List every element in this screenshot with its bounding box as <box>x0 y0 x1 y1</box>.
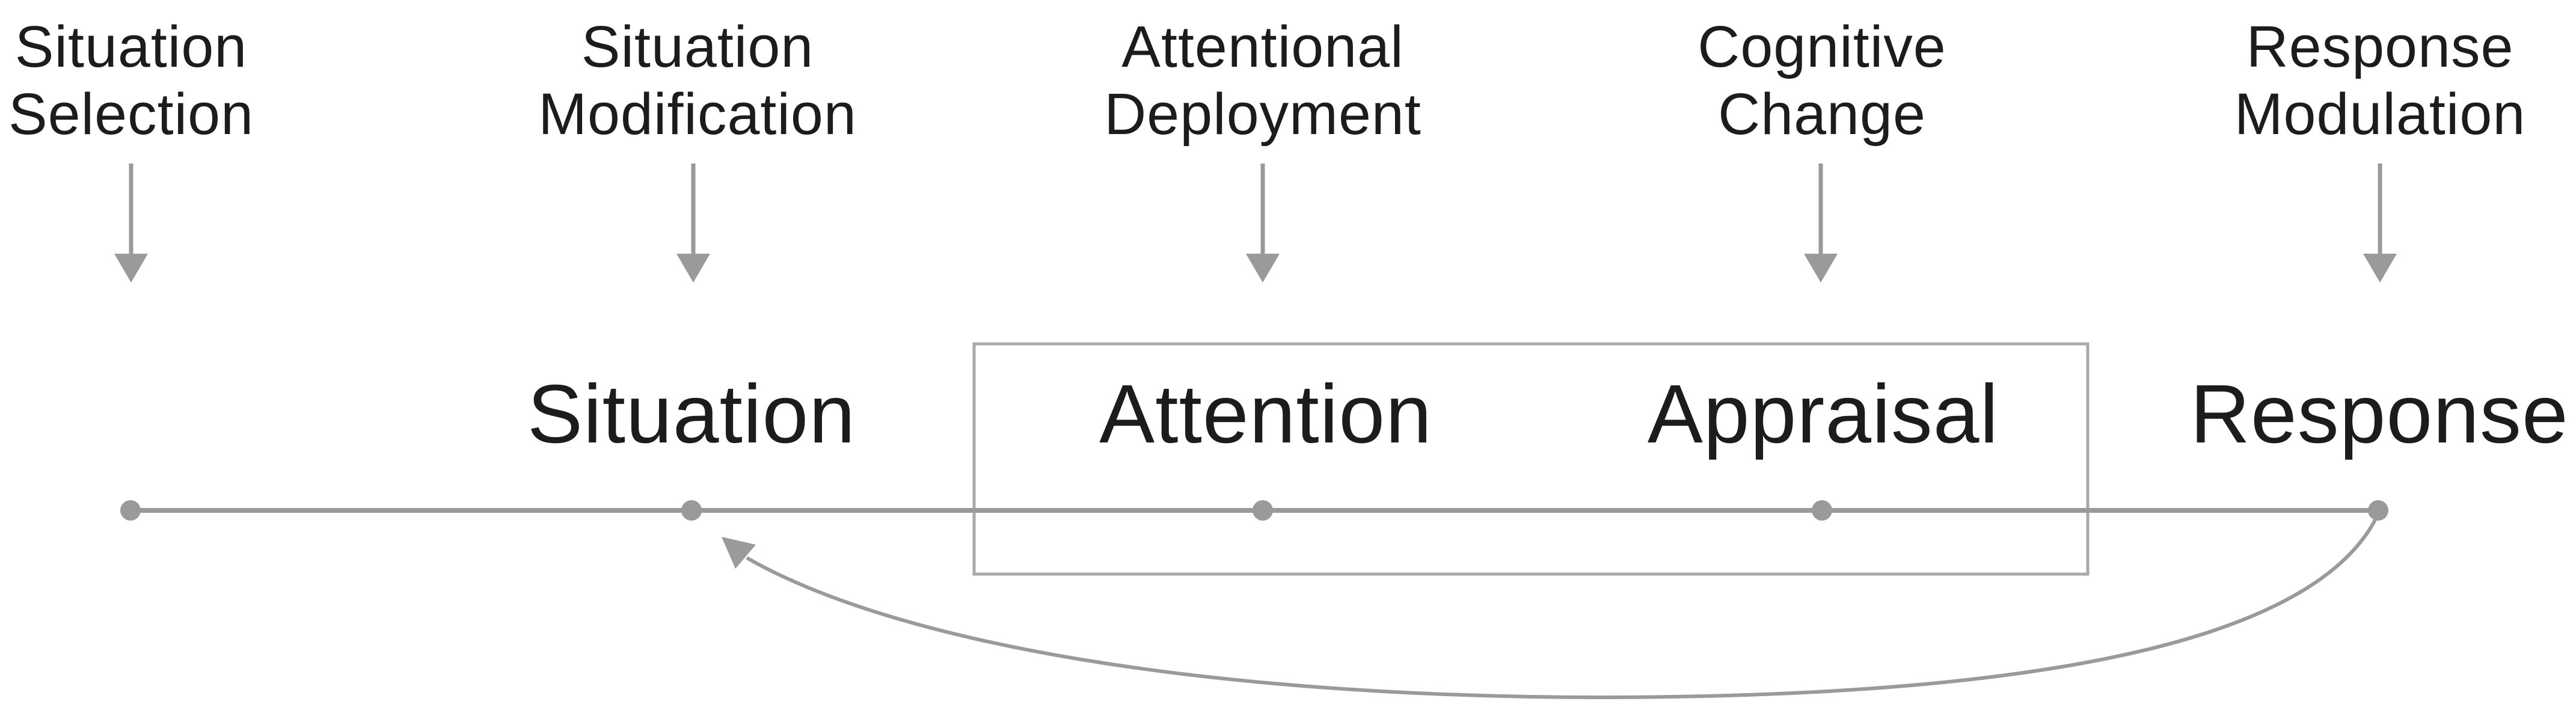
down-arrow-response-modulation <box>2363 164 2397 283</box>
strategy-label-cognitive-change: Cognitive Change <box>1697 13 1946 148</box>
timeline-dot-appraisal <box>1812 500 1832 521</box>
down-arrow-head <box>676 254 710 283</box>
timeline-dot-attention <box>1253 500 1273 521</box>
timeline <box>120 500 2388 521</box>
down-arrow-situation-selection <box>114 164 148 283</box>
timeline-label-response: Response <box>2190 368 2569 460</box>
timeline-dot-situation <box>681 500 702 521</box>
strategy-label-line1: Attentional <box>1121 14 1404 79</box>
strategy-label-line2: Change <box>1718 81 1926 147</box>
down-arrow-situation-modification <box>676 164 710 283</box>
timeline-label-appraisal: Appraisal <box>1647 368 1999 460</box>
strategy-label-response-modulation: Response Modulation <box>2234 13 2526 148</box>
timeline-label-attention: Attention <box>1099 368 1432 460</box>
strategy-label-situation-selection: Situation Selection <box>8 13 254 148</box>
strategy-label-line2: Modulation <box>2234 81 2526 147</box>
down-arrow-head <box>1246 254 1280 283</box>
feedback-arc <box>746 519 2377 700</box>
strategy-label-line2: Selection <box>8 81 254 147</box>
strategy-label-attentional-deployment: Attentional Deployment <box>1104 13 1421 148</box>
down-arrow-attentional-deployment <box>1246 164 1280 283</box>
strategy-label-line1: Situation <box>581 14 814 79</box>
timeline-label-situation: Situation <box>527 368 856 460</box>
strategy-label-situation-modification: Situation Modification <box>538 13 857 148</box>
down-arrow-cognitive-change <box>1804 164 1838 283</box>
strategy-label-line1: Cognitive <box>1697 14 1946 79</box>
down-arrow-head <box>114 254 148 283</box>
down-arrow-head <box>2363 254 2397 283</box>
curved-feedback-arrow <box>722 519 2377 700</box>
attention-appraisal-box <box>972 342 2090 576</box>
strategy-label-line2: Deployment <box>1104 81 1421 147</box>
strategy-label-line1: Response <box>2246 14 2514 79</box>
down-arrow-head <box>1804 254 1838 283</box>
timeline-dot-response <box>2368 500 2388 521</box>
timeline-dot-start <box>120 500 141 521</box>
strategy-label-line1: Situation <box>14 14 248 79</box>
feedback-arrow-head <box>722 537 756 569</box>
strategy-label-line2: Modification <box>538 81 857 147</box>
